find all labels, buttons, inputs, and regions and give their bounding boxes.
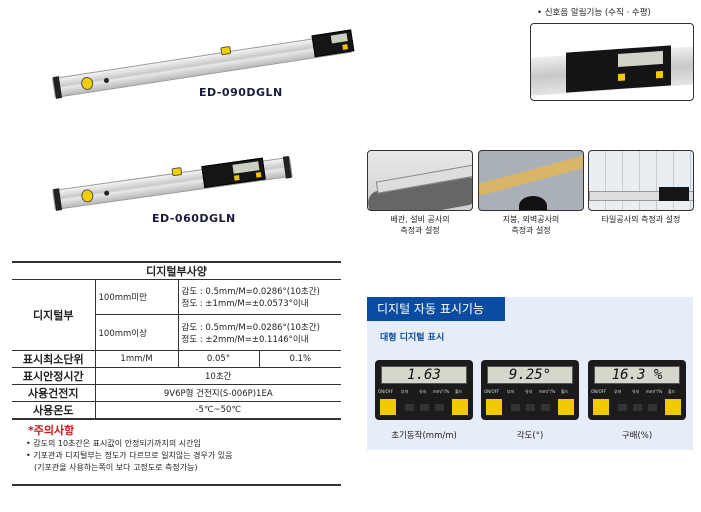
usage-photo-roofing [478, 150, 584, 211]
on-off-button [593, 399, 609, 415]
min-unit-label: 표시최소단위 [12, 350, 96, 368]
notes-title: *주의사항 [28, 424, 75, 437]
notes: *주의사항 • 감도의 10초간은 표시값이 안정되기까지의 시간임 • 기포관… [26, 424, 233, 474]
temp-value: -5℃~50℃ [94, 401, 341, 420]
note-item: • 기포관과 디지털부는 정도가 다르므로 일치않는 경우가 있음 [26, 451, 233, 460]
button-label: mm/°/% [646, 389, 663, 394]
product-image-ed-060dgln [52, 155, 293, 211]
digital-label: 디지털부 [12, 279, 96, 351]
usage-caption: 타일공사의 측정과 설정 [588, 214, 694, 225]
device-caption: 구배(%) [621, 431, 653, 441]
panel-subtitle: 대형 디지털 표시 [380, 333, 445, 343]
lcd-reading: 16.3 % [594, 366, 680, 384]
min-unit-deg: 0.05° [177, 350, 260, 368]
sensitivity: 감도 : 0.5mm/M=0.0286°(10초간) [181, 322, 320, 333]
button-label: mm/°/% [433, 389, 450, 394]
note-item: • 감도의 10초간은 표시값이 안정되기까지의 시간임 [26, 439, 201, 448]
button-label: 부저 [401, 389, 409, 394]
sensitivity: 감도 : 0.5mm/M=0.0286°(10초간) [181, 287, 320, 297]
device-caption: 각도(°) [516, 431, 544, 441]
button-label: 유지 [632, 389, 640, 394]
button-label: ON/OFF [378, 389, 394, 394]
hold-button [558, 399, 574, 415]
note-item: (기포관을 사용하는쪽이 보다 고정도로 측정가능) [34, 463, 198, 472]
model-label: ED-090DGLN [199, 86, 283, 99]
stable-value: 10초간 [94, 367, 341, 385]
beep-feature-photo [530, 23, 694, 101]
device-caption: 초기동작(mm/m) [391, 431, 457, 441]
button-label: 홀드 [561, 389, 569, 394]
caption-line: 배관, 설비 공사의 [390, 215, 450, 224]
temp-label: 사용온도 [12, 401, 96, 420]
accuracy: 정도 : ±2mm/M=±0.1146°이내 [181, 334, 309, 345]
button-label: mm/°/% [539, 389, 556, 394]
display-device-percent: 16.3 % ON/OFF 부저 유지 mm/°/% 홀드 [588, 360, 686, 420]
button-label: ON/OFF [591, 389, 607, 394]
button-label: 홀드 [668, 389, 676, 394]
button-label: 부저 [614, 389, 622, 394]
battery-label: 사용건전지 [12, 384, 96, 402]
lcd-reading: 1.63 [381, 366, 467, 384]
caption-line: 측정과 설정 [511, 226, 551, 235]
over-100-label: 100mm이상 [95, 314, 179, 351]
stable-label: 표시안정시간 [12, 367, 96, 385]
caption-line: 타일공사의 측정과 설정 [601, 215, 681, 224]
caption-line: 지붕, 외벽공사의 [502, 215, 560, 224]
bubble-vial-icon [80, 76, 95, 91]
display-device-mm: 1.63 ON/OFF 부저 유지 mm/°/% 홀드 [375, 360, 473, 420]
model-label: ED-060DGLN [152, 212, 236, 225]
panel-title: 디지털 자동 표시기능 [367, 297, 505, 321]
caption-line: 측정과 설정 [400, 226, 440, 235]
spec-title: 디지털부사양 [12, 261, 341, 280]
over-100-spec: 감도 : 0.5mm/M=0.0286°(10초간)정도 : ±2mm/M=±0… [177, 314, 341, 351]
usage-photo-piping [367, 150, 473, 211]
button-label: 유지 [525, 389, 533, 394]
button-label: 부저 [507, 389, 515, 394]
min-unit-pct: 0.1% [258, 350, 341, 368]
usage-photo-tiling [588, 150, 694, 211]
bubble-vial-icon [80, 188, 95, 204]
button-label: 홀드 [455, 389, 463, 394]
min-unit-mm: 1mm/M [94, 350, 179, 368]
divider [12, 484, 341, 486]
spec-table: 디지털부사양 디지털부 100mm미만 감도 : 0.5mm/M=0.0286°… [12, 261, 341, 420]
digital-display-panel: 디지털 자동 표시기능 대형 디지털 표시 1.63 ON/OFF 부저 유지 … [367, 297, 693, 450]
hold-button [452, 399, 468, 415]
on-off-button [486, 399, 502, 415]
battery-value: 9V6P형 건전지(S-006P)1EA [94, 384, 341, 402]
on-off-button [380, 399, 396, 415]
button-label: 유지 [419, 389, 427, 394]
accuracy: 정도 : ±1mm/M=±0.0573°이내 [181, 299, 309, 309]
hold-button [665, 399, 681, 415]
under-100-spec: 감도 : 0.5mm/M=0.0286°(10초간) 정도 : ±1mm/M=±0… [177, 279, 341, 315]
feature-caption: • 신호음 알림기능 (수직 · 수평) [537, 8, 651, 18]
lcd-reading: 9.25° [487, 366, 573, 384]
display-device-angle: 9.25° ON/OFF 부저 유지 mm/°/% 홀드 [481, 360, 579, 420]
button-label: ON/OFF [484, 389, 500, 394]
under-100-label: 100mm미만 [94, 279, 179, 315]
